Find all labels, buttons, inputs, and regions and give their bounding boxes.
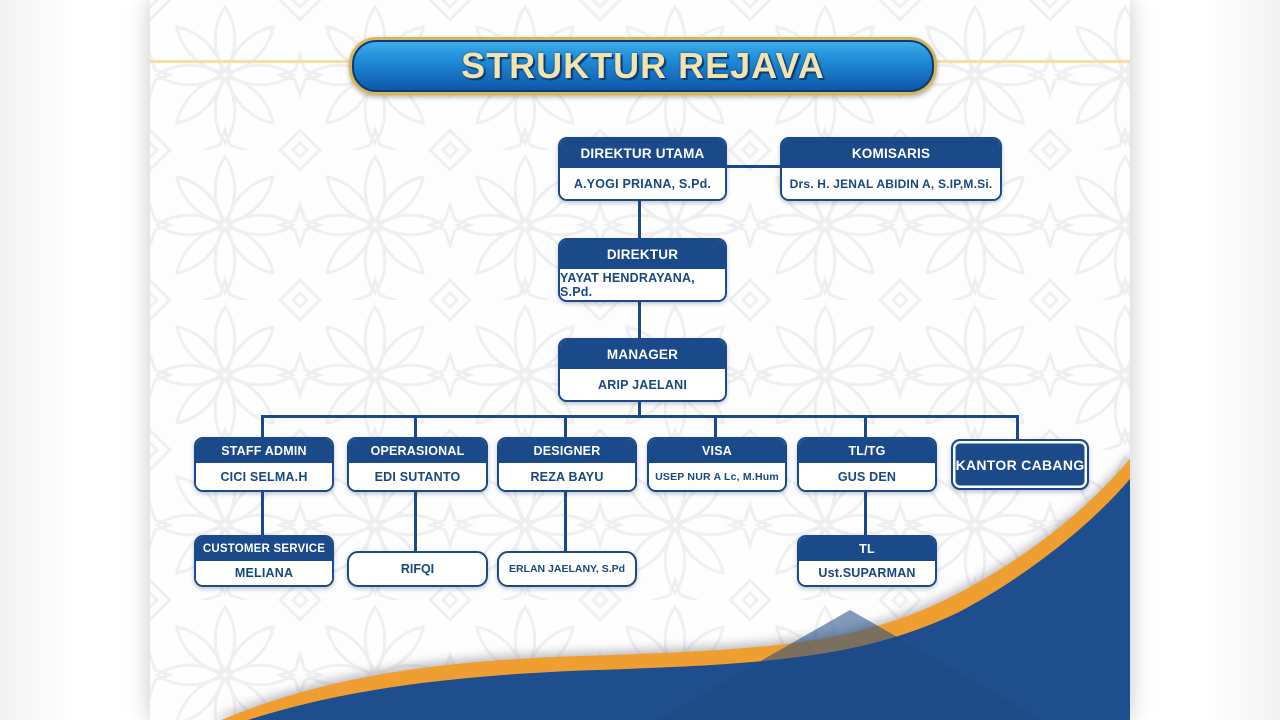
node-customer-service: CUSTOMER SERVICE MELIANA: [194, 535, 334, 587]
node-kantor-cabang: KANTOR CABANG: [951, 439, 1089, 490]
connector-designer-erlan: [564, 488, 567, 551]
connector-bus: [261, 415, 1019, 418]
title-banner: STRUKTUR REJAVA: [349, 37, 937, 95]
node-direktur-utama: DIREKTUR UTAMA A.YOGI PRIANA, S.Pd.: [558, 137, 727, 201]
wave-blue-body: [248, 478, 1130, 720]
node-person: CICI SELMA.H: [196, 463, 332, 490]
node-role: KANTOR CABANG: [955, 456, 1085, 473]
node-person: GUS DEN: [799, 463, 935, 490]
connector-staffadmin-customerservice: [261, 488, 264, 535]
connector-drop-designer: [564, 417, 567, 437]
node-erlan: ERLAN JAELANY, S.Pd: [497, 551, 637, 587]
node-komisaris: KOMISARIS Drs. H. JENAL ABIDIN A, S.IP,M…: [780, 137, 1002, 201]
connector-drop-tl-tg: [864, 417, 867, 437]
connector-drop-kantor-cabang: [1016, 417, 1019, 439]
node-person: USEP NUR A Lc, M.Hum: [649, 463, 785, 490]
connector-manager-bus: [638, 398, 641, 417]
node-tl-tg: TL/TG GUS DEN: [797, 437, 937, 492]
connector-drop-operasional: [414, 417, 417, 437]
node-direktur: DIREKTUR YAYAT HENDRAYANA, S.Pd.: [558, 238, 727, 302]
node-operasional: OPERASIONAL EDI SUTANTO: [347, 437, 488, 492]
poster-card: STRUKTUR REJAVA DIREKTUR UTAMA A.YOGI PR…: [150, 0, 1130, 720]
node-role: DESIGNER: [499, 439, 635, 463]
connector-operasional-rifqi: [414, 488, 417, 551]
page-title: STRUKTUR REJAVA: [461, 45, 825, 86]
node-role: VISA: [649, 439, 785, 463]
node-role: TL: [799, 537, 935, 561]
node-person: EDI SUTANTO: [349, 463, 486, 490]
node-role: DIREKTUR: [560, 240, 725, 269]
node-person: REZA BAYU: [499, 463, 635, 490]
node-person: Ust.SUPARMAN: [799, 561, 935, 585]
node-role: CUSTOMER SERVICE: [196, 537, 332, 561]
wave-inner-sheen: [657, 610, 1043, 720]
node-person: RIFQI: [400, 562, 435, 576]
node-role: KOMISARIS: [782, 139, 1000, 168]
node-person: MELIANA: [196, 561, 332, 585]
node-manager: MANAGER ARIP JAELANI: [558, 338, 727, 402]
wave-orange-stripe: [221, 458, 1130, 720]
node-role: DIREKTUR UTAMA: [560, 139, 725, 168]
connector-tltg-tl: [864, 488, 867, 535]
connector-drop-staff-admin: [261, 417, 264, 437]
node-person: ERLAN JAELANY, S.Pd: [508, 563, 626, 575]
node-staff-admin: STAFF ADMIN CICI SELMA.H: [194, 437, 334, 492]
node-person: A.YOGI PRIANA, S.Pd.: [560, 168, 725, 199]
node-role: OPERASIONAL: [349, 439, 486, 463]
connector-direkturutama-komisaris: [723, 165, 780, 168]
connector-direktur-manager: [638, 298, 641, 338]
connector-drop-visa: [714, 417, 717, 437]
connector-direkturutama-direktur: [638, 197, 641, 238]
node-designer: DESIGNER REZA BAYU: [497, 437, 637, 492]
node-person: Drs. H. JENAL ABIDIN A, S.IP,M.Si.: [782, 168, 1000, 199]
node-tl: TL Ust.SUPARMAN: [797, 535, 937, 587]
node-role: MANAGER: [560, 340, 725, 369]
node-role: TL/TG: [799, 439, 935, 463]
node-person: YAYAT HENDRAYANA, S.Pd.: [560, 269, 725, 300]
node-role: STAFF ADMIN: [196, 439, 332, 463]
node-visa: VISA USEP NUR A Lc, M.Hum: [647, 437, 787, 492]
node-person: ARIP JAELANI: [560, 369, 725, 400]
node-rifqi: RIFQI: [347, 551, 488, 587]
